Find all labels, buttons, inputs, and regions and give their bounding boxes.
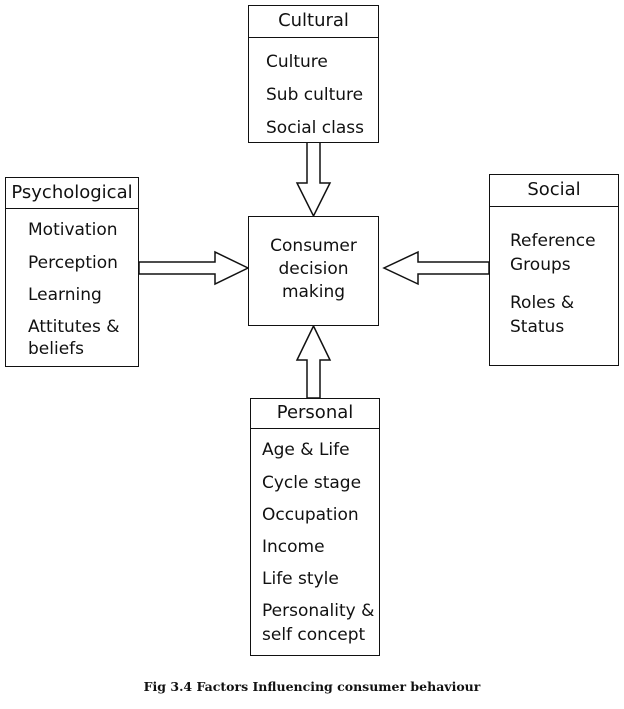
list-item: Social class (266, 118, 365, 138)
list-item: Occupation (262, 505, 359, 525)
personal-list: Age & Life Cycle stage Occupation Income… (251, 429, 379, 655)
social-list: Reference Groups Roles & Status (490, 207, 618, 365)
list-item: Motivation (28, 220, 118, 240)
personal-box: Personal Age & Life Cycle stage Occupati… (250, 398, 380, 656)
list-item: Cycle stage (262, 473, 362, 493)
list-item: Status (510, 317, 565, 337)
cultural-box: Cultural Culture Sub culture Social clas… (248, 5, 379, 143)
list-item: Groups (510, 255, 571, 275)
list-item: Learning (28, 285, 102, 305)
list-item: Roles & (510, 293, 575, 313)
list-item: Personality & (262, 601, 375, 621)
figure-caption: Fig 3.4 Factors Influencing consumer beh… (143, 679, 481, 694)
list-item: Sub culture (266, 85, 364, 105)
center-line-1: Consumer (270, 236, 357, 256)
psychological-title: Psychological (6, 178, 138, 209)
arrow-cultural-to-center (295, 141, 332, 218)
list-item: Attitutes & (28, 317, 120, 337)
center-line-3: making (281, 282, 346, 302)
arrow-social-to-center (382, 250, 490, 286)
consumer-decision-box: Consumer decision making (248, 216, 379, 326)
cultural-list: Culture Sub culture Social class (249, 38, 378, 142)
list-item: Age & Life (262, 440, 350, 460)
center-line-2: decision (278, 259, 349, 279)
personal-title: Personal (251, 399, 379, 429)
arrow-psychological-to-center (138, 250, 250, 286)
cultural-title: Cultural (249, 6, 378, 38)
list-item: beliefs (28, 339, 84, 359)
list-item: self concept (262, 625, 366, 645)
social-box: Social Reference Groups Roles & Status (489, 174, 619, 366)
arrow-personal-to-center (295, 324, 332, 399)
social-title: Social (490, 175, 618, 207)
list-item: Income (262, 537, 325, 557)
list-item: Culture (266, 52, 328, 72)
psychological-box: Psychological Motivation Perception Lear… (5, 177, 139, 367)
list-item: Perception (28, 253, 118, 273)
list-item: Life style (262, 569, 339, 589)
psychological-list: Motivation Perception Learning Attitutes… (6, 209, 138, 366)
list-item: Reference (510, 231, 596, 251)
